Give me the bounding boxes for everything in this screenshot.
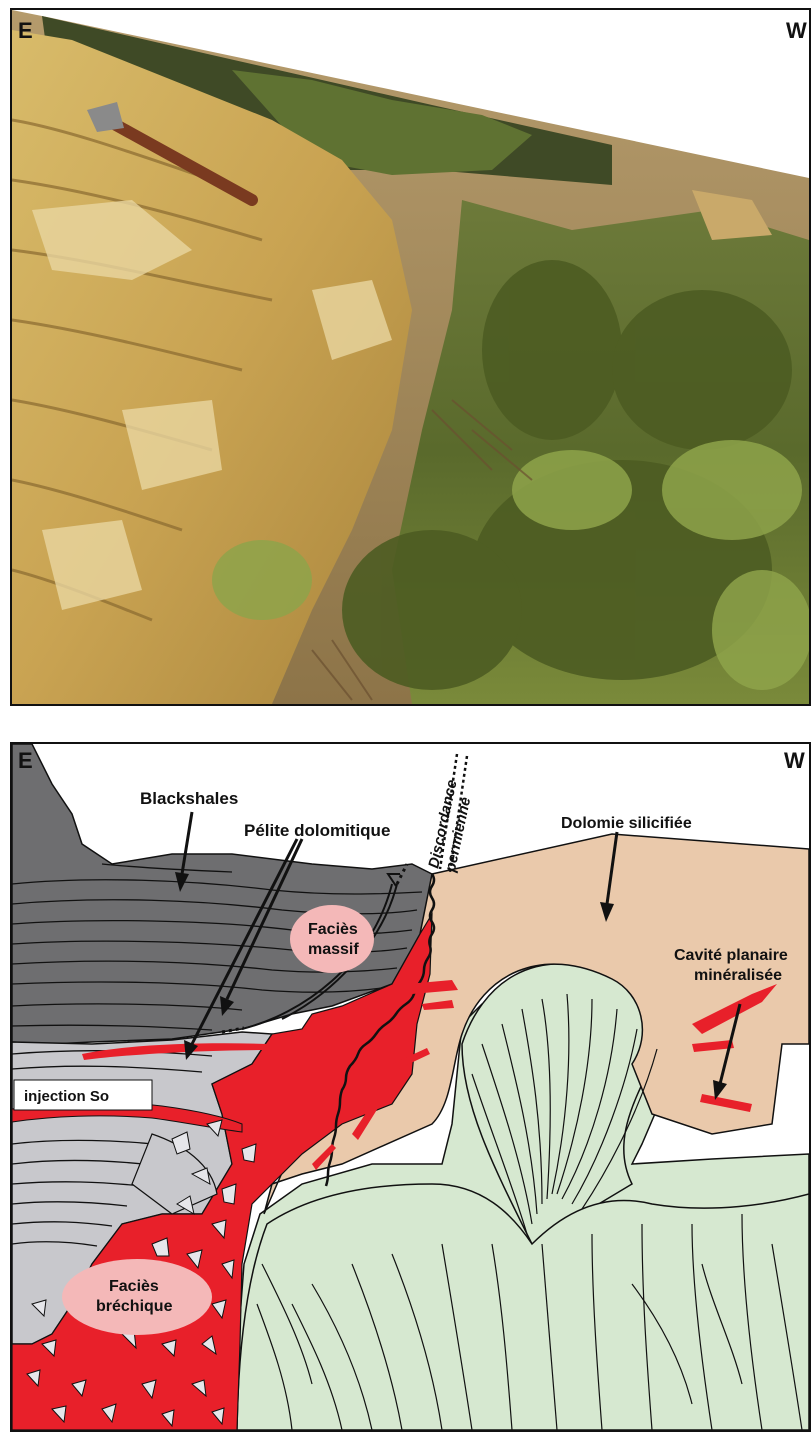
geological-sketch-panel: E W Blackshales Pélite dolomitique Dolom… bbox=[10, 742, 811, 1432]
label-mineralisee: minéralisée bbox=[694, 967, 782, 984]
label-facies-brechique-1: Faciès bbox=[109, 1278, 159, 1295]
sketch-corner-w: W bbox=[784, 748, 805, 773]
label-facies-massif-2: massif bbox=[308, 941, 359, 958]
sketch-corner-e: E bbox=[18, 748, 33, 773]
label-injection-so: injection So bbox=[24, 1088, 109, 1105]
photo-corner-w: W bbox=[786, 18, 807, 43]
facies-massif-bubble bbox=[290, 905, 374, 973]
label-facies-massif-1: Faciès bbox=[308, 921, 358, 938]
label-dolomie-silicifiee: Dolomie silicifiée bbox=[561, 815, 692, 832]
label-blackshales: Blackshales bbox=[140, 789, 238, 808]
label-pelite-dolomitique: Pélite dolomitique bbox=[244, 821, 390, 840]
outcrop-photo-panel: E W bbox=[10, 8, 811, 706]
label-facies-brechique-2: bréchique bbox=[96, 1298, 173, 1315]
label-cavite-planaire: Cavité planaire bbox=[674, 947, 788, 964]
photo-corner-e: E bbox=[18, 18, 33, 43]
geological-sketch: E W Blackshales Pélite dolomitique Dolom… bbox=[12, 744, 809, 1430]
outcrop-photo: E W bbox=[12, 10, 809, 704]
facies-brechique-bubble bbox=[62, 1259, 212, 1335]
